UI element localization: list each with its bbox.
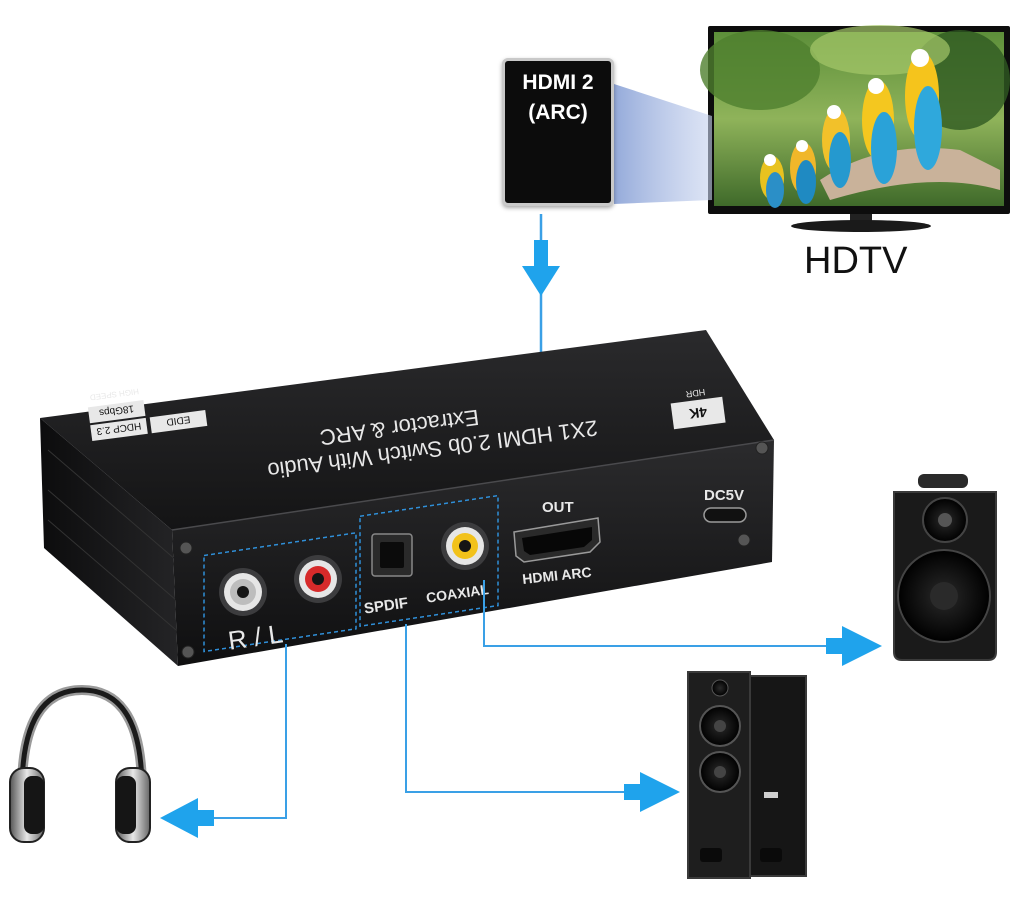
hdmi-arc-callout: HDMI 2 (ARC) — [502, 58, 614, 206]
edid-badge — [149, 410, 208, 434]
powered-speaker-icon — [893, 474, 997, 661]
rl-connection-line — [160, 644, 287, 838]
screw-icon — [737, 533, 751, 547]
signal-beam — [614, 84, 712, 204]
speed-badge — [87, 400, 146, 424]
down-arrow-icon — [522, 266, 560, 296]
audio-switch-device: 2X1 HDMI 2.0b Switch With Audio Extracto… — [40, 330, 775, 666]
tv-stand-neck — [850, 214, 872, 222]
dc-power-port — [703, 507, 747, 523]
hdmi-out-port — [513, 517, 601, 563]
hdtv — [700, 25, 1010, 232]
hdr-badge-text: HDR — [685, 387, 706, 400]
spdif-optical-port — [371, 533, 413, 577]
right-arrow-icon — [640, 772, 680, 812]
rca-red-jack — [294, 555, 342, 603]
device-top — [40, 330, 774, 530]
coaxial-connection-line — [483, 580, 882, 666]
hdmi-arc-label: HDMI ARC — [521, 564, 592, 587]
tower-speakers-icon — [687, 671, 807, 879]
edid-badge-text: EDID — [166, 413, 191, 427]
parrots-image — [760, 49, 942, 208]
rl-group-border — [203, 531, 357, 653]
callout-line2: (ARC) — [528, 101, 588, 124]
dc5v-label: DC5V — [704, 487, 744, 504]
screw-icon — [179, 541, 193, 555]
hdcp-badge — [90, 417, 148, 442]
spdif-label: SPDIF — [363, 595, 409, 618]
digital-group-border — [359, 494, 499, 628]
right-arrow-icon — [842, 626, 882, 666]
tv-stand-base — [791, 220, 931, 232]
speed-badge-sub: HIGH SPEED — [89, 387, 139, 402]
screw-icon — [755, 441, 769, 455]
spdif-connection-line — [405, 624, 680, 812]
4k-badge — [670, 396, 726, 430]
left-arrow-icon — [160, 798, 198, 838]
rl-label: R / L — [226, 618, 285, 655]
4k-badge-text: 4K — [688, 404, 708, 422]
headphones-icon — [9, 684, 151, 843]
hdtv-label: HDTV — [804, 240, 908, 282]
out-label: OUT — [542, 499, 574, 516]
callout-line1: HDMI 2 — [522, 71, 594, 94]
speed-badge-text: 18Gbps — [98, 402, 134, 417]
screw-icon — [181, 645, 195, 659]
coaxial-jack — [441, 522, 489, 570]
rca-white-jack — [219, 568, 267, 616]
